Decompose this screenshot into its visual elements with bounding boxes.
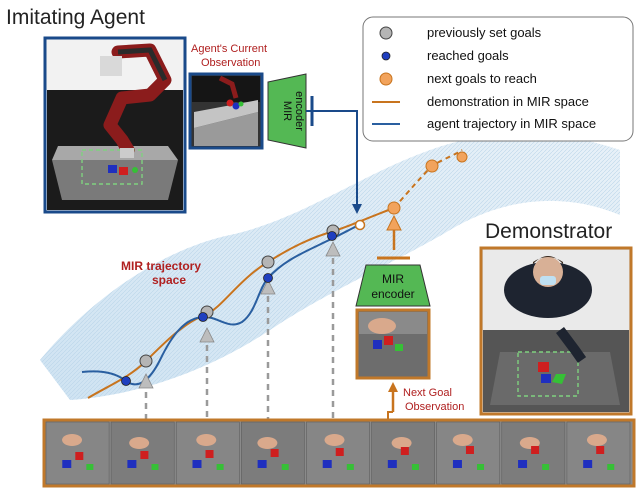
next-goal-observation-arrow: [387, 382, 398, 420]
mir-surface: [40, 133, 620, 400]
video-frame: [241, 421, 305, 485]
observation-panel: [188, 72, 264, 150]
demonstration-frames-strip: [42, 418, 636, 488]
next-goal-observation-image: [355, 308, 431, 380]
imitating-agent-title: Imitating Agent: [6, 6, 145, 29]
legend-label-2: next goals to reach: [427, 71, 537, 86]
demo-encoder-line1: MIR: [382, 272, 404, 286]
legend-label-4: agent trajectory in MIR space: [427, 116, 596, 131]
next-goal-encoder-arrow: [386, 214, 402, 250]
legend-label-1: reached goals: [427, 48, 509, 63]
video-frame: [306, 421, 370, 485]
next-goals: [387, 151, 468, 215]
agent-mir-encoder: MIR encoder: [267, 73, 307, 149]
video-frame: [436, 421, 501, 485]
next-goal-label-line2: Observation: [405, 401, 464, 413]
video-frame: [371, 421, 435, 485]
agent-trajectory: [81, 225, 358, 386]
demonstrator-mir-encoder: MIR encoder: [355, 256, 431, 307]
agent-encoder-output-arrow: [306, 96, 362, 214]
orange-circle-icon: [379, 72, 393, 86]
agent-encoder-line1: MIR: [281, 101, 293, 121]
video-frame: [45, 421, 110, 485]
observation-label-line2: Observation: [201, 57, 260, 69]
video-frame: [501, 421, 566, 485]
demonstrator-title: Demonstrator: [485, 220, 612, 243]
frame-drop-lines: [144, 258, 335, 420]
next-goal-label-line1: Next Goal: [403, 387, 452, 399]
video-frames: [45, 421, 631, 485]
mir-space-label-line2: space: [152, 273, 186, 287]
goal-projection-arrows: [138, 241, 341, 389]
blue-dot-icon: [381, 51, 391, 61]
robot-arm-icon: [100, 43, 172, 158]
video-frame: [110, 421, 175, 485]
legend-label-3: demonstration in MIR space: [427, 94, 589, 109]
video-frame: [175, 421, 240, 485]
robot-render-panel: [43, 36, 187, 214]
mir-space-label-line1: MIR trajectory: [121, 259, 201, 273]
agent-current-state-marker: [354, 219, 366, 231]
video-frame: [566, 421, 631, 485]
reached-goals: [121, 231, 337, 386]
legend-label-0: previously set goals: [427, 25, 542, 40]
person-icon: [504, 256, 592, 363]
demonstrator-photo: [479, 246, 633, 416]
gray-circle-icon: [379, 26, 393, 40]
legend: previously set goals reached goals next …: [362, 16, 634, 142]
observation-label-line1: Agent's Current: [191, 43, 267, 55]
agent-encoder-line2: encoder: [293, 91, 305, 131]
demo-encoder-line2: encoder: [371, 287, 414, 301]
